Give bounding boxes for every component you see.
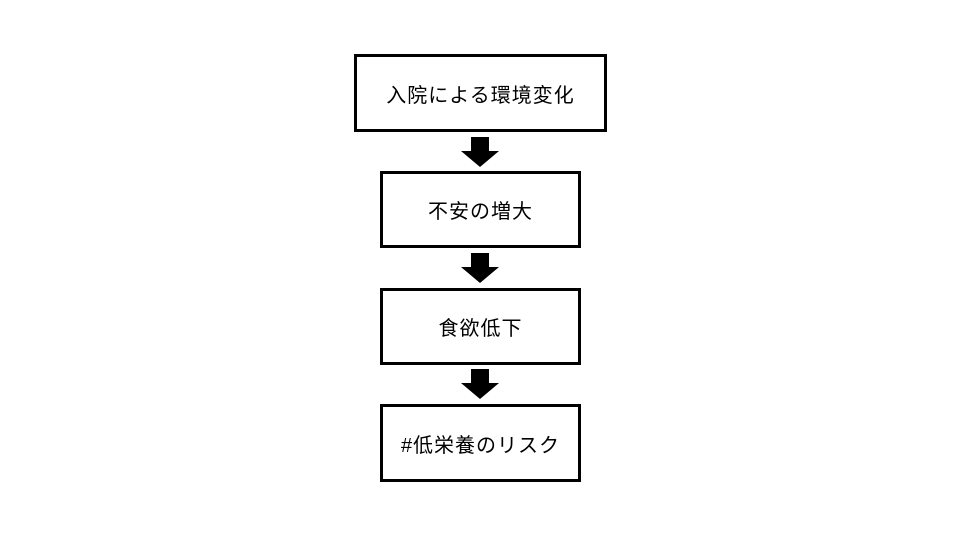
flow-box-anxiety-increase: 不安の増大 [380,171,581,248]
down-arrow-icon [461,253,499,283]
flow-box-hospitalization-change: 入院による環境変化 [354,54,607,132]
flow-box-label: 食欲低下 [438,318,523,340]
flow-box-appetite-decline: 食欲低下 [380,288,581,365]
flow-box-label: 不安の増大 [428,201,533,223]
flow-box-label: 入院による環境変化 [386,84,575,107]
down-arrow-icon [461,369,499,399]
flow-box-malnutrition-risk: #低栄養のリスク [380,404,581,482]
down-arrow-icon [461,137,499,167]
flow-box-label: #低栄養のリスク [400,434,561,457]
